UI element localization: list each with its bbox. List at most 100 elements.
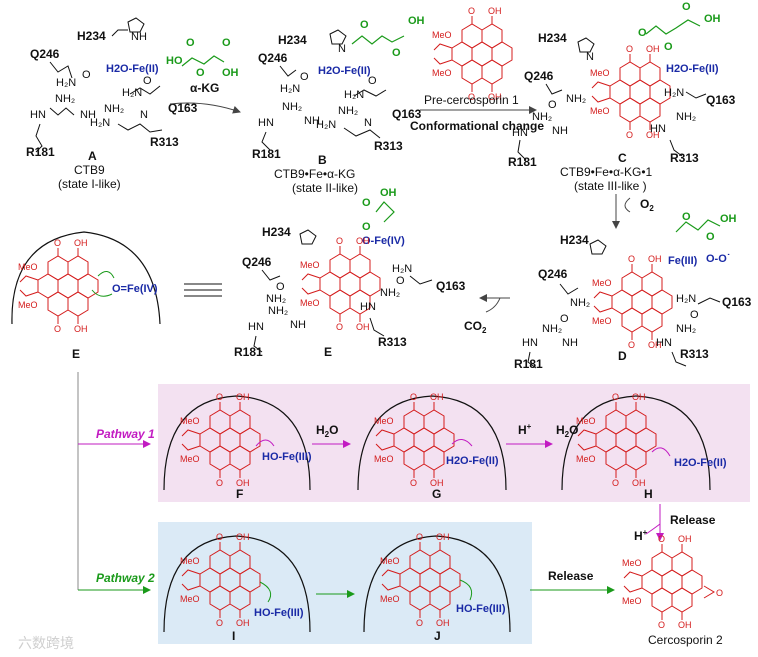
svg-text:O: O [82, 69, 91, 81]
svg-text:O: O [664, 41, 673, 53]
svg-text:NH: NH [562, 337, 578, 349]
state-h-letter: H [644, 487, 653, 501]
state-e-pocket: O=Fe(IV) E [11, 231, 161, 361]
watermark: 六数跨境 [18, 635, 74, 651]
residue-r181-d: R181 [514, 357, 543, 371]
svg-text:O-O˙: O-O˙ [706, 253, 730, 265]
svg-text:N: N [586, 51, 594, 63]
residue-r313-d: R313 [680, 347, 709, 361]
residue-q163: Q163 [168, 101, 198, 115]
pathway-2-label: Pathway 2 [96, 571, 155, 585]
svg-text:O: O [196, 67, 205, 79]
co2-label: CO2 [464, 319, 487, 335]
svg-text:H₂N: H₂N [664, 87, 684, 99]
residue-r181-b: R181 [252, 147, 281, 161]
fe2-label-c: H2O-Fe(II) [666, 63, 719, 75]
pre-cercosporin-label: Pre-cercosporin 1 [424, 93, 519, 107]
svg-text:HN: HN [248, 321, 264, 333]
svg-text:H₂N: H₂N [676, 293, 696, 305]
state-e-letter: E [324, 345, 332, 359]
cercosporin-label: Cercosporin 2 [648, 633, 723, 647]
conformational-change-label: Conformational change [410, 119, 544, 133]
svg-text:O: O [362, 221, 371, 233]
residue-r313: R313 [150, 135, 179, 149]
fe2-label-b: H2O-Fe(II) [318, 65, 371, 77]
svg-text:H₂N: H₂N [90, 117, 110, 129]
svg-text:O: O [690, 309, 699, 321]
svg-text:H₂N: H₂N [122, 87, 142, 99]
state-j-letter: J [434, 629, 441, 643]
fe3-label-j: HO-Fe(III) [456, 603, 506, 615]
svg-text:O: O [360, 19, 369, 31]
svg-text:NH₂: NH₂ [570, 297, 590, 309]
state-e-box-letter: E [72, 347, 80, 361]
svg-text:N: N [338, 43, 346, 55]
svg-text:OH: OH [704, 13, 721, 25]
akg-label: α-KG [190, 81, 219, 95]
residue-q163-d: Q163 [722, 295, 752, 309]
svg-text:O: O [716, 588, 723, 598]
svg-text:H₂N: H₂N [392, 263, 412, 275]
svg-text:O: O [560, 313, 569, 325]
hplus-label-2: H+ [634, 528, 648, 543]
state-e: H234 OH O O O-Fe(IV) Q246 O NH₂ H₂N O Q1… [234, 187, 466, 359]
o2-label: O2 [640, 197, 654, 213]
svg-text:OH: OH [408, 15, 425, 27]
state-d: H234 O OH O Fe(III) O-O˙ Q246 NH₂ O H₂N … [514, 211, 752, 371]
state-i: HO-Fe(III) I [163, 531, 311, 643]
svg-text:NH₂: NH₂ [282, 101, 302, 113]
state-c-state: (state III-like ) [574, 179, 647, 193]
svg-text:H₂N: H₂N [56, 77, 76, 89]
svg-text:NH₂: NH₂ [338, 105, 358, 117]
svg-text:H₂N: H₂N [344, 89, 364, 101]
svg-text:NH: NH [304, 115, 320, 127]
residue-h234-e: H234 [262, 225, 291, 239]
fe2-label-g: H2O-Fe(II) [446, 455, 499, 467]
fe4-label-box: O=Fe(IV) [112, 283, 158, 295]
svg-text:HN: HN [30, 109, 46, 121]
residue-q163-c: Q163 [706, 93, 736, 107]
residue-q246-e: Q246 [242, 255, 272, 269]
svg-text:NH₂: NH₂ [676, 111, 696, 123]
svg-text:NH₂: NH₂ [266, 293, 286, 305]
pathway-1-label: Pathway 1 [96, 427, 155, 441]
residue-h234: H234 [77, 29, 106, 43]
state-i-letter: I [232, 629, 235, 643]
svg-text:O: O [362, 197, 371, 209]
svg-text:O: O [186, 37, 195, 49]
residue-r313-b: R313 [374, 139, 403, 153]
state-b-state: (state II-like) [292, 181, 358, 195]
state-a-name: CTB9 [74, 163, 105, 177]
akg-molecule: HO O O OH O α-KG [166, 37, 241, 114]
svg-text:HN: HN [258, 117, 274, 129]
state-d-letter: D [618, 349, 627, 363]
state-f: HO-Fe(III) F [163, 391, 312, 501]
h2o-label-1: H2O [316, 423, 338, 439]
state-g: H2O-Fe(II) G [357, 391, 507, 501]
equivalence-symbol [184, 283, 222, 297]
svg-text:H₂N: H₂N [316, 119, 336, 131]
svg-text:OH: OH [380, 187, 397, 199]
residue-r313-c: R313 [670, 151, 699, 165]
svg-text:O: O [368, 75, 377, 87]
pre-cercosporin-structure [431, 5, 513, 103]
state-f-letter: F [236, 487, 243, 501]
state-a-state: (state I-like) [58, 177, 121, 191]
fe2-label-a: H2O-Fe(II) [106, 63, 159, 75]
svg-text:NH: NH [131, 31, 147, 43]
svg-text:HN: HN [522, 337, 538, 349]
state-h: H2O-Fe(II) H [561, 391, 727, 501]
svg-text:NH₂: NH₂ [380, 287, 400, 299]
fe2-label-h: H2O-Fe(II) [674, 457, 727, 469]
svg-text:O: O [548, 99, 557, 111]
state-a-letter: A [88, 149, 97, 163]
residue-h234-d: H234 [560, 233, 589, 247]
svg-text:H₂N: H₂N [280, 83, 300, 95]
svg-text:O: O [706, 231, 715, 243]
svg-text:OH: OH [720, 213, 737, 225]
svg-text:HN: HN [360, 301, 376, 313]
svg-text:NH₂: NH₂ [268, 305, 288, 317]
svg-text:NH₂: NH₂ [676, 323, 696, 335]
arrow-a-to-b [169, 102, 241, 114]
